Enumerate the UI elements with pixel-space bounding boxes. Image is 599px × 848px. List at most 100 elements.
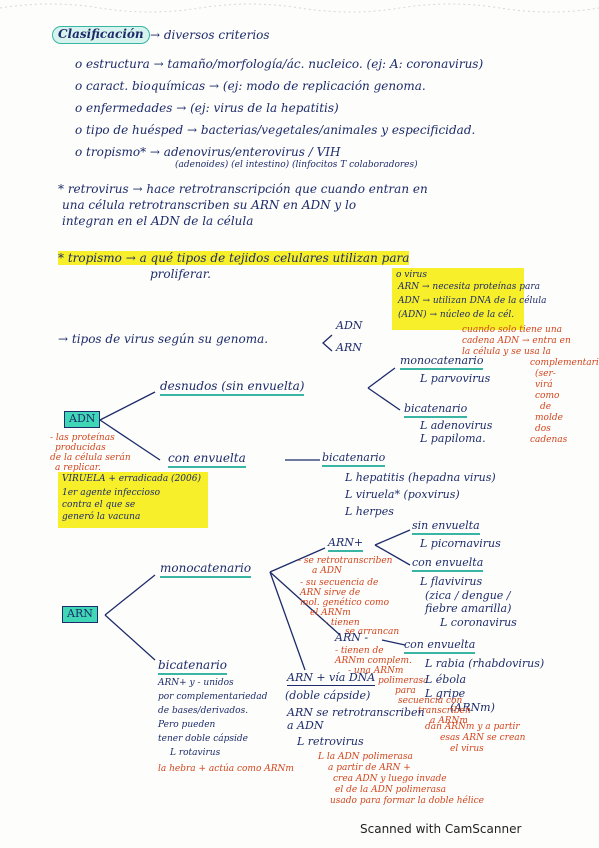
- red-note: como: [535, 391, 560, 401]
- yellow-note-line: generó la vacuna: [62, 512, 141, 522]
- yellow-note-line: ARN → necesita proteínas para: [398, 282, 540, 292]
- adn-env-item: L hepatitis (hepadna virus): [345, 471, 496, 484]
- arn-bicat-red: la hebra + actúa como ARNm: [158, 764, 294, 774]
- arn-plus-note: el ARNm: [310, 608, 351, 618]
- arn-minus-item: L rabia (rhabdovirus): [425, 657, 545, 670]
- arn-side-red: esas ARN se crean: [440, 733, 526, 743]
- criteria-item: o enfermedades → (ej: virus de la hepati…: [75, 101, 339, 115]
- arn-flavivirus: L flavivirus: [420, 575, 483, 588]
- arn-retro-note: a ADN: [287, 719, 324, 732]
- adn-con-envuelta: con envuelta: [168, 451, 246, 468]
- arn-retro-red: L la ADN polimerasa: [318, 752, 413, 762]
- retro-note: integran en el ADN de la célula: [62, 214, 254, 228]
- arn-bicatenario: bicatenario: [158, 658, 227, 675]
- retro-note: * retrovirus → hace retrotranscripción q…: [58, 182, 428, 196]
- red-note: de: [540, 402, 552, 412]
- arn-flavivirus-detail: (zica / dengue /: [425, 589, 511, 602]
- adn-red-note: - las proteínas: [50, 433, 115, 443]
- arn-minus-note: - una ARNm: [348, 666, 404, 676]
- genome-title: → tipos de virus según su genoma.: [58, 332, 269, 346]
- yellow-note-box: o virus ARN → necesita proteínas para AD…: [392, 268, 546, 330]
- arn-minus-item: L gripe: [425, 687, 466, 700]
- arn-plus-note: mol. genético como: [300, 598, 389, 608]
- arn-side-red: el virus: [450, 744, 484, 754]
- arn-minus-note: ARNm complem.: [335, 656, 412, 666]
- arn-minus-note: polimerasa: [378, 676, 429, 686]
- yellow-note-line: 1er agente infeccioso: [62, 488, 161, 498]
- arn-side-red: dan ARNm y a partir: [425, 722, 520, 732]
- adn-env-item: L herpes: [345, 505, 394, 518]
- adn-env-item: L viruela* (poxvirus): [345, 488, 460, 501]
- adn-red-note: a replicar.: [55, 463, 101, 473]
- scanner-watermark: Scanned with CamScanner: [360, 822, 522, 836]
- yellow-note-line: (ADN) → núcleo de la cél.: [398, 310, 515, 320]
- adn-red-note: de la célula serán: [50, 453, 131, 463]
- red-note: virá: [535, 380, 553, 390]
- arn-minus-note: - tienen de: [335, 646, 384, 656]
- yellow-note-box: VIRUELA + erradicada (2006) 1er agente i…: [58, 472, 208, 528]
- adn-red-note: producidas: [55, 443, 106, 453]
- criteria-item: o tropismo* → adenovirus/enterovirus / V…: [75, 145, 341, 159]
- adn-bicat-item: L adenovirus: [420, 419, 493, 432]
- arn-bicat-note: Pero pueden: [158, 720, 216, 730]
- red-note: molde: [535, 413, 563, 423]
- arn-retro-note: L retrovirus: [297, 735, 364, 748]
- adn-bicat-item: L papiloma.: [420, 432, 486, 445]
- yellow-note-line: VIRUELA + erradicada (2006): [62, 474, 201, 484]
- arn-coronavirus: L coronavirus: [440, 616, 517, 629]
- adn-bicatenario2: bicatenario: [322, 451, 386, 467]
- arn-plus-note: - se retrotranscriben: [298, 556, 393, 566]
- arn-flavivirus-detail: fiebre amarilla): [425, 602, 512, 615]
- arn-minus-red: secuencia con: [398, 696, 463, 706]
- yellow-note-line: ADN → utilizan DNA de la célula: [398, 296, 547, 306]
- arn-bicat-note: L rotavirus: [170, 748, 221, 758]
- arn-retro-sub: (doble cápside): [285, 689, 371, 702]
- arn-retro-red: el de la ADN polimerasa: [335, 785, 447, 795]
- arn-bicat-note: tener doble cápside: [158, 734, 248, 744]
- arn-retro-note: ARN se retrotranscriben: [287, 706, 425, 719]
- tropismo-note: proliferar.: [150, 267, 211, 281]
- red-note: dos: [535, 424, 551, 434]
- arn-retro-red: a partir de ARN +: [328, 763, 411, 773]
- arn-picornavirus: L picornavirus: [420, 537, 501, 550]
- arn-plus-note: ARN sirve de: [300, 588, 361, 598]
- arn-con-envuelta: con envuelta: [412, 556, 484, 572]
- arn-minus-item: (ARNm): [450, 701, 495, 714]
- arn-plus-note: se arrancan: [345, 627, 400, 637]
- genome-type-adn: ADN: [336, 319, 363, 332]
- red-note: cadenas: [530, 435, 568, 445]
- retro-note: una célula retrotranscriben su ARN en AD…: [62, 198, 357, 212]
- arn-minus: ARN -: [335, 631, 369, 644]
- criteria-item: o caract. bioquímicas → (ej: modo de rep…: [75, 79, 426, 93]
- arn-retro-red: crea ADN y luego invade: [333, 774, 447, 784]
- arn-retro: ARN + vía DNA: [287, 671, 376, 686]
- red-note: complementaria: [530, 358, 599, 368]
- arn-retro-red: usado para formar la doble hélice: [330, 796, 484, 806]
- arn-plus: ARN+: [328, 536, 364, 552]
- arn-monocatenario: monocatenario: [160, 561, 252, 578]
- arn-node: ARN: [62, 606, 98, 623]
- red-note: (ser-: [535, 369, 556, 379]
- arn-minus-note: para: [395, 686, 416, 696]
- criteria-item: o estructura → tamaño/morfología/ác. nuc…: [75, 57, 484, 71]
- adn-node: ADN: [64, 411, 101, 428]
- arn-bicat-note: por complementariedad: [158, 692, 268, 702]
- adn-bicatenario: bicatenario: [404, 402, 468, 418]
- arn-minus-red: transcriben: [418, 706, 471, 716]
- criteria-sublabels: (adenoides) (el intestino) (linfocitos T…: [175, 160, 418, 170]
- arn-plus-note: a ADN: [312, 566, 342, 576]
- arn-bicat-note: de bases/derivados.: [158, 706, 249, 716]
- genome-type-arn: ARN: [336, 341, 362, 354]
- arn-minus-item: L ébola: [425, 673, 467, 686]
- adn-monocatenario: monocatenario: [400, 354, 484, 370]
- criteria-item: o tipo de huésped → bacterias/vegetales/…: [75, 123, 476, 137]
- red-note: cuando solo tiene una: [462, 325, 562, 335]
- section-title: Clasificación: [52, 26, 150, 44]
- arn-plus-note: - su secuencia de: [300, 578, 379, 588]
- arn-con-envuelta2: con envuelta: [404, 638, 476, 654]
- adn-parvovirus: L parvovirus: [420, 372, 491, 385]
- arn-bicat-note: ARN+ y - unidos: [158, 678, 234, 688]
- adn-desnudos: desnudos (sin envuelta): [160, 379, 305, 396]
- arn-plus-note: - tienen: [325, 618, 360, 628]
